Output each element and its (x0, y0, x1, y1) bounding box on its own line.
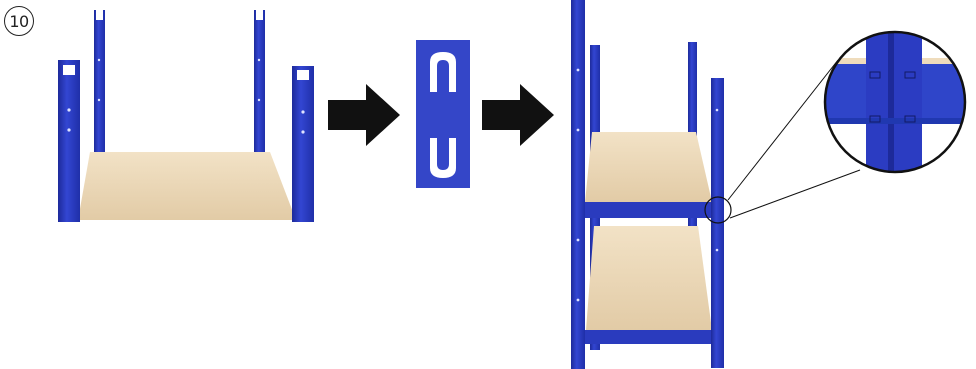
back-left-post (94, 10, 105, 160)
back-right-post (254, 10, 265, 160)
bottom-board (78, 152, 296, 220)
front-right-post (292, 66, 314, 222)
clip-slot-icon (416, 40, 470, 188)
arrow-right-icon (482, 84, 554, 146)
upper-shelf-board (585, 132, 712, 202)
magnifier-circle-icon (820, 28, 970, 178)
front-left-post (58, 60, 80, 222)
assembled-shelf-unit (571, 0, 731, 369)
lower-shelf-board (586, 226, 712, 330)
arrow-right-icon (328, 84, 400, 146)
left-shelf-assembly (58, 10, 314, 222)
